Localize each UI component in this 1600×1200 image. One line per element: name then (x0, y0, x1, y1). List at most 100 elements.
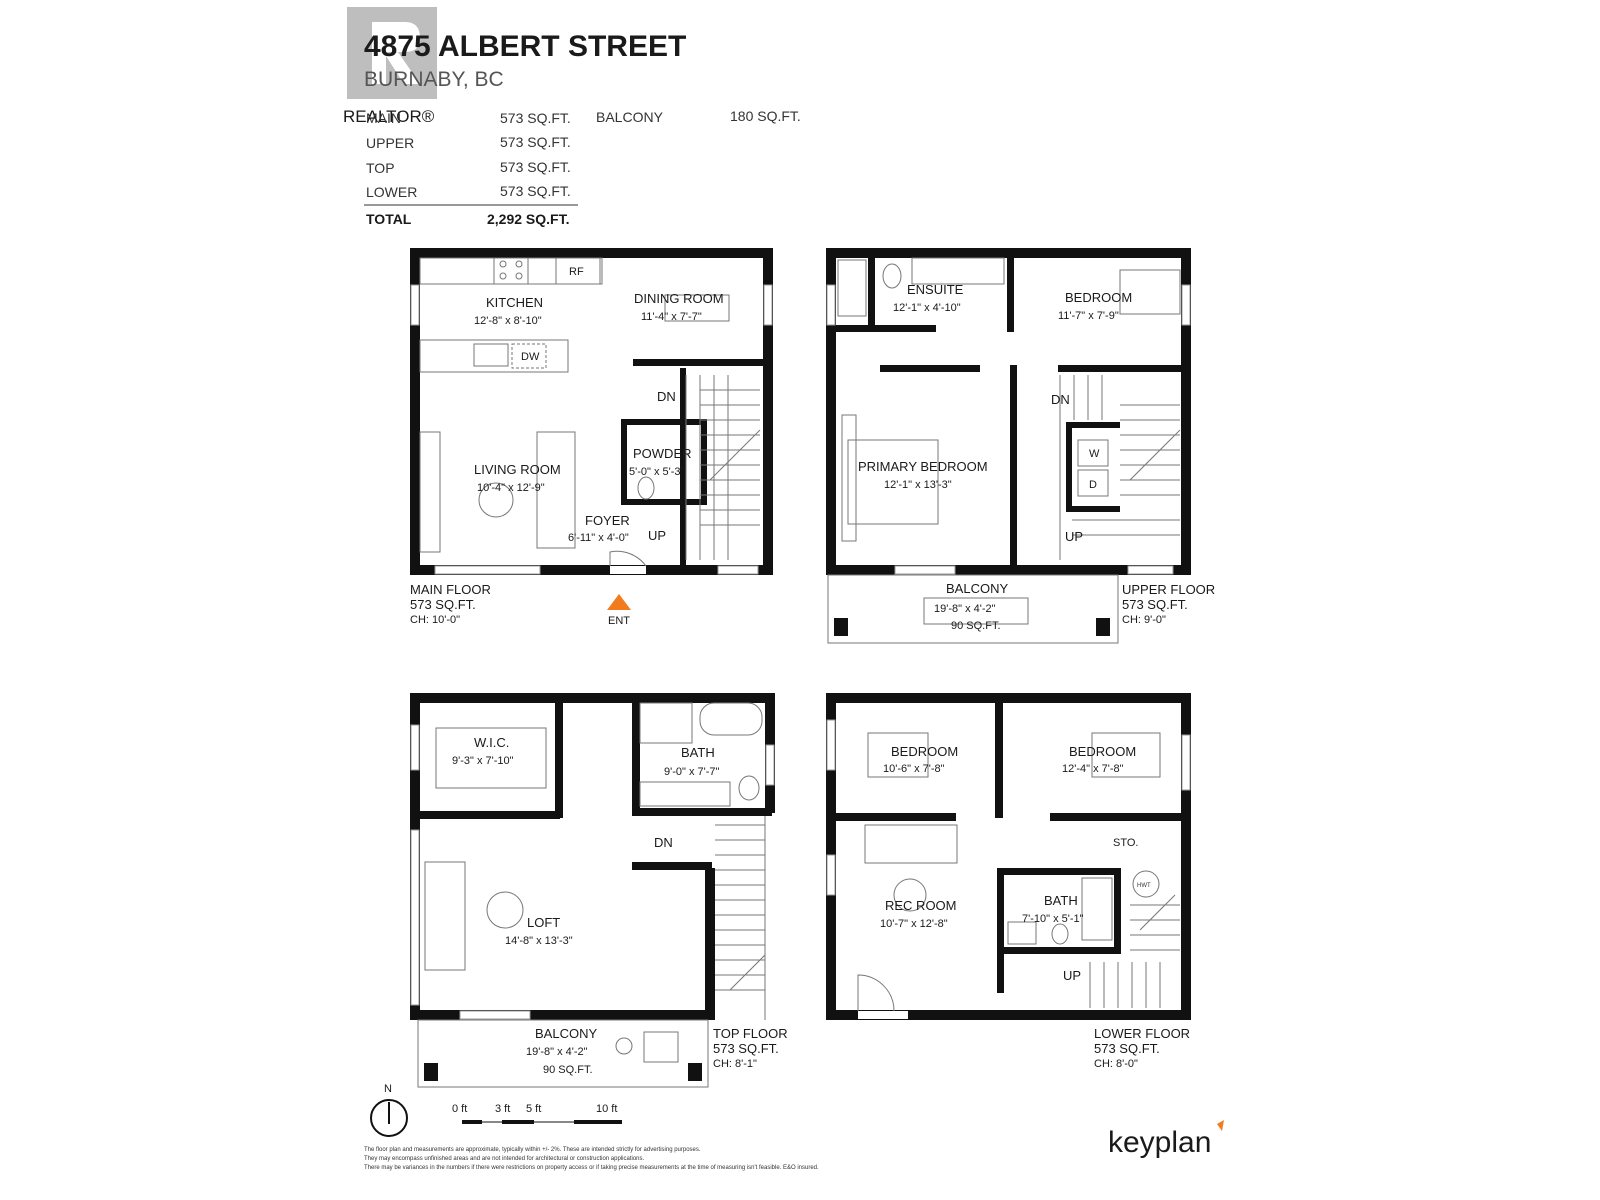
lower-floor-ceiling: CH: 8'-0" (1094, 1058, 1138, 1070)
lower-bed2-dim: 12'-4" x 7'-8" (1062, 763, 1124, 775)
upper-area-value: 573 SQ.FT. (500, 134, 571, 150)
dining-dim: 11'-4" x 7'-7" (641, 311, 702, 323)
top-area-value: 573 SQ.FT. (500, 159, 571, 175)
lower-area-value: 573 SQ.FT. (500, 183, 571, 199)
top-balcony-table (615, 1037, 633, 1055)
top-vanity-icon (639, 781, 731, 807)
lower-floor-area: 573 SQ.FT. (1094, 1041, 1160, 1056)
main-wall-top (410, 248, 773, 258)
lower-wall-bottom (826, 1010, 1191, 1020)
sink-icon (473, 343, 509, 367)
upper-bedroom-label: BEDROOM (1065, 290, 1132, 305)
lower-bed1-label: BEDROOM (891, 744, 958, 759)
entry-marker-icon (607, 594, 631, 610)
entry-door-swing (609, 550, 647, 567)
upper-wall-right (1181, 248, 1191, 575)
upper-floor-ceiling: CH: 9'-0" (1122, 614, 1166, 626)
fridge-label: RF (569, 266, 584, 278)
main-wall-bottom (410, 565, 773, 575)
main-stair-up-label: UP (648, 528, 666, 543)
storage-label: STO. (1113, 837, 1138, 849)
main-floor-area: 573 SQ.FT. (410, 597, 476, 612)
coffee-table-icon (478, 482, 514, 518)
kitchen-island (419, 339, 569, 373)
kitchen-dim: 12'-8" x 8'-10" (474, 315, 542, 327)
upper-stair-wall (1010, 365, 1017, 570)
dining-label: DINING ROOM (634, 291, 724, 306)
washer-icon (1077, 439, 1109, 467)
loft-label: LOFT (527, 915, 560, 930)
rec-sofa-icon (864, 824, 958, 864)
scale-label-0: 0 ft (452, 1103, 467, 1115)
primary-bedroom-label: PRIMARY BEDROOM (858, 459, 988, 474)
loft-sofa-icon (424, 861, 466, 971)
upper-bedroom-dim: 11'-7" x 7'-9" (1058, 310, 1119, 322)
upper-window-bottom-right (1127, 565, 1174, 575)
top-bath-dim: 9'-0" x 7'-7" (664, 766, 720, 778)
primary-closet-wall (880, 365, 980, 372)
powder-wall-right (701, 419, 707, 505)
powder-label: POWDER (633, 446, 692, 461)
top-window-bottom (459, 1010, 531, 1020)
dishwasher-label: DW (521, 351, 540, 363)
top-balcony-post-right (688, 1063, 702, 1081)
lower-window-left-upper (826, 719, 836, 771)
bathtub-icon (699, 702, 763, 736)
top-window-right (765, 744, 775, 786)
wic-shelving-icon (435, 727, 547, 789)
lower-bed1-dim: 10'-6" x 7'-8" (883, 763, 945, 775)
upper-floor-plan: W D ENSUITE 12'-1" x 4'-10" BEDROOM 11'-… (826, 248, 1215, 644)
disclaimer-line-2: They may encompass unfinished areas and … (364, 1156, 644, 1162)
top-floor-plan: W.I.C. 9'-3" x 7'-10" BATH 9'-0" x 7'-7"… (410, 693, 788, 1088)
lower-bed2-label: BEDROOM (1069, 744, 1136, 759)
upper-balcony-outline (827, 574, 1119, 644)
bedroom-divider (995, 698, 1003, 818)
lower-bath-wall-top (997, 868, 1121, 875)
water-heater-icon (1132, 870, 1160, 898)
main-stair-down-label: DN (657, 389, 676, 404)
main-area-label: MAIN (366, 110, 401, 126)
upper-wall-bottom (826, 565, 1191, 575)
lower-floor-label: LOWER FLOOR (1094, 1026, 1190, 1041)
top-balcony-outline (417, 1019, 709, 1088)
bedroom-wall-bottom (1058, 365, 1186, 372)
upper-area-label: UPPER (366, 135, 414, 151)
rec-table-icon (893, 878, 927, 912)
dryer-label: D (1089, 479, 1097, 491)
top-toilet-icon (738, 775, 760, 801)
lower-bath-wall-bottom (997, 947, 1121, 954)
washer-label: W (1089, 448, 1100, 460)
upper-stairs (1059, 375, 1181, 560)
top-landing-wall (632, 862, 712, 870)
primary-bed-icon (847, 439, 939, 525)
wic-wall-bottom (410, 811, 560, 819)
laundry-wall-top (1066, 422, 1120, 428)
main-area-value: 573 SQ.FT. (500, 110, 571, 126)
lower-bath-wall-right (1114, 868, 1121, 954)
loft-dim: 14'-8" x 13'-3" (505, 935, 573, 947)
upper-balcony-post-left (834, 618, 848, 636)
lower-window-left-lower (826, 854, 836, 896)
kitchen-label: KITCHEN (486, 295, 543, 310)
upper-balcony-area: 90 SQ.FT. (951, 620, 1001, 632)
powder-dim: 5'-0" x 5'-3" (629, 466, 685, 478)
upper-floor-area: 573 SQ.FT. (1122, 597, 1188, 612)
area-summary: MAIN 573 SQ.FT. UPPER 573 SQ.FT. TOP 573… (364, 108, 801, 227)
main-floor-plan: RF DW KITCHEN 12'-8" x 8'-10" DINING ROO… (410, 248, 773, 627)
water-heater-label: HWT (1137, 883, 1151, 889)
lower-toilet-icon (1051, 923, 1069, 945)
upper-wall-left (826, 248, 836, 575)
disclaimer-line-1: The floor plan and measurements are appr… (364, 1147, 701, 1153)
upper-stair-up-label: UP (1065, 529, 1083, 544)
main-floor-label: MAIN FLOOR (410, 582, 491, 597)
ensuite-dim: 12'-1" x 4'-10" (893, 302, 961, 314)
powder-wall-top (621, 419, 707, 425)
lower-area-label: LOWER (366, 184, 417, 200)
lower-wall-top (826, 693, 1191, 703)
toilet-icon (637, 476, 655, 500)
lower-door-gap (858, 1011, 908, 1019)
entry-door-gap (610, 566, 646, 574)
sofa-icon (536, 431, 576, 549)
lower-bed1-icon (867, 732, 929, 778)
